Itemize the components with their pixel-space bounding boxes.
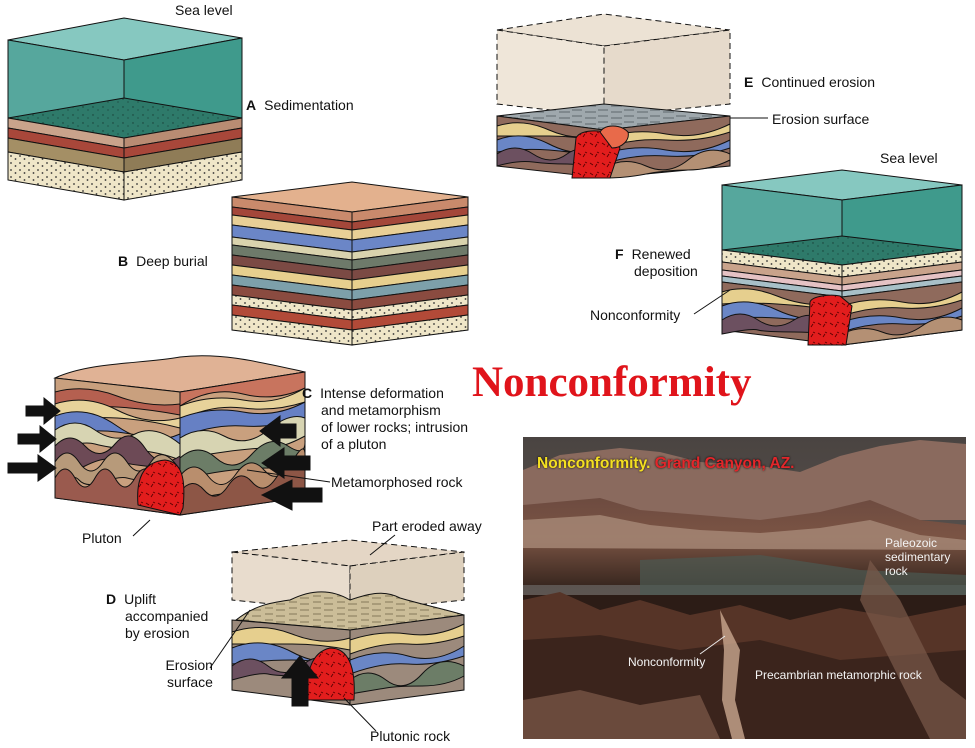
- panel-b-text: Deep burial: [136, 253, 208, 269]
- panel-d-line1: Uplift: [124, 591, 157, 607]
- erosion-surface-d-line2: surface: [167, 674, 213, 690]
- photo-title-location: Grand Canyon, AZ.: [654, 455, 795, 472]
- panel-c-caption: C Intense deformation and metamorphism of…: [302, 385, 468, 453]
- panel-a-caption: A Sedimentation: [246, 97, 354, 114]
- page-title: Nonconformity: [472, 359, 752, 406]
- panel-b-letter: B: [118, 253, 129, 269]
- panel-c-line1: Intense deformation: [320, 385, 444, 401]
- panel-e-letter: E: [744, 74, 754, 90]
- precambrian-label: Precambrian metamorphic rock: [755, 668, 922, 682]
- part-eroded-label: Part eroded away: [372, 518, 482, 534]
- sea-level-label-a: Sea level: [175, 2, 233, 18]
- plutonic-rock-label: Plutonic rock: [370, 728, 451, 744]
- panel-d-caption: D Uplift accompanied by erosion: [106, 591, 208, 642]
- panel-c-letter: C: [302, 385, 313, 401]
- photo-title-main: Nonconformity.: [537, 455, 651, 472]
- photo-nonconformity-label: Nonconformity: [628, 655, 706, 669]
- sea-level-label-f: Sea level: [880, 150, 938, 166]
- panel-f-line1: Renewed: [631, 246, 691, 262]
- leader-part-eroded: [369, 534, 396, 556]
- panel-c-line3: of lower rocks; intrusion: [321, 419, 469, 435]
- erosion-surface-e-label: Erosion surface: [772, 111, 870, 127]
- leader-pluton: [132, 519, 151, 537]
- leader-erosion-surface-d: [209, 609, 251, 669]
- photo-title: Nonconformity. Grand Canyon, AZ.: [537, 455, 794, 473]
- panel-f-line2: deposition: [634, 263, 698, 279]
- erosion-surface-d-line1: Erosion: [165, 657, 213, 673]
- paleozoic-line2: sedimentary: [885, 550, 951, 564]
- panel-f-letter: F: [615, 246, 624, 262]
- panel-d-line3: by erosion: [125, 625, 190, 641]
- pluton-label: Pluton: [82, 530, 122, 546]
- metamorphosed-rock-label: Metamorphosed rock: [331, 474, 463, 490]
- panel-d-letter: D: [106, 591, 117, 607]
- panel-c-line4: of a pluton: [321, 436, 387, 452]
- panel-e-block: [496, 13, 731, 179]
- paleozoic-label: Paleozoic sedimentary rock: [885, 536, 950, 578]
- grand-canyon-photo: [523, 437, 966, 739]
- panel-c-line2: and metamorphism: [321, 402, 441, 418]
- panel-b-caption: B Deep burial: [118, 253, 208, 270]
- erosion-surface-d-label: Erosion surface: [156, 657, 213, 691]
- panel-f-caption: F Renewed deposition: [615, 246, 698, 280]
- leader-plutonic: [343, 697, 377, 732]
- panel-c-block: [7, 355, 323, 516]
- panel-e-caption: E Continued erosion: [744, 74, 875, 91]
- paleozoic-line3: rock: [885, 564, 908, 578]
- panel-d-block: [231, 539, 465, 707]
- panel-a-block: [7, 17, 243, 201]
- panel-f-block: [721, 169, 963, 346]
- panel-d-line2: accompanied: [125, 608, 209, 624]
- paleozoic-line1: Paleozoic: [885, 536, 938, 550]
- panel-a-text: Sedimentation: [264, 97, 354, 113]
- panel-e-text: Continued erosion: [761, 74, 875, 90]
- nonconformity-f-label: Nonconformity: [590, 307, 681, 323]
- leader-metamorphosed: [246, 469, 331, 483]
- panel-a-letter: A: [246, 97, 257, 113]
- panel-b-block: [231, 181, 469, 346]
- leader-nonconformity-f: [693, 289, 731, 315]
